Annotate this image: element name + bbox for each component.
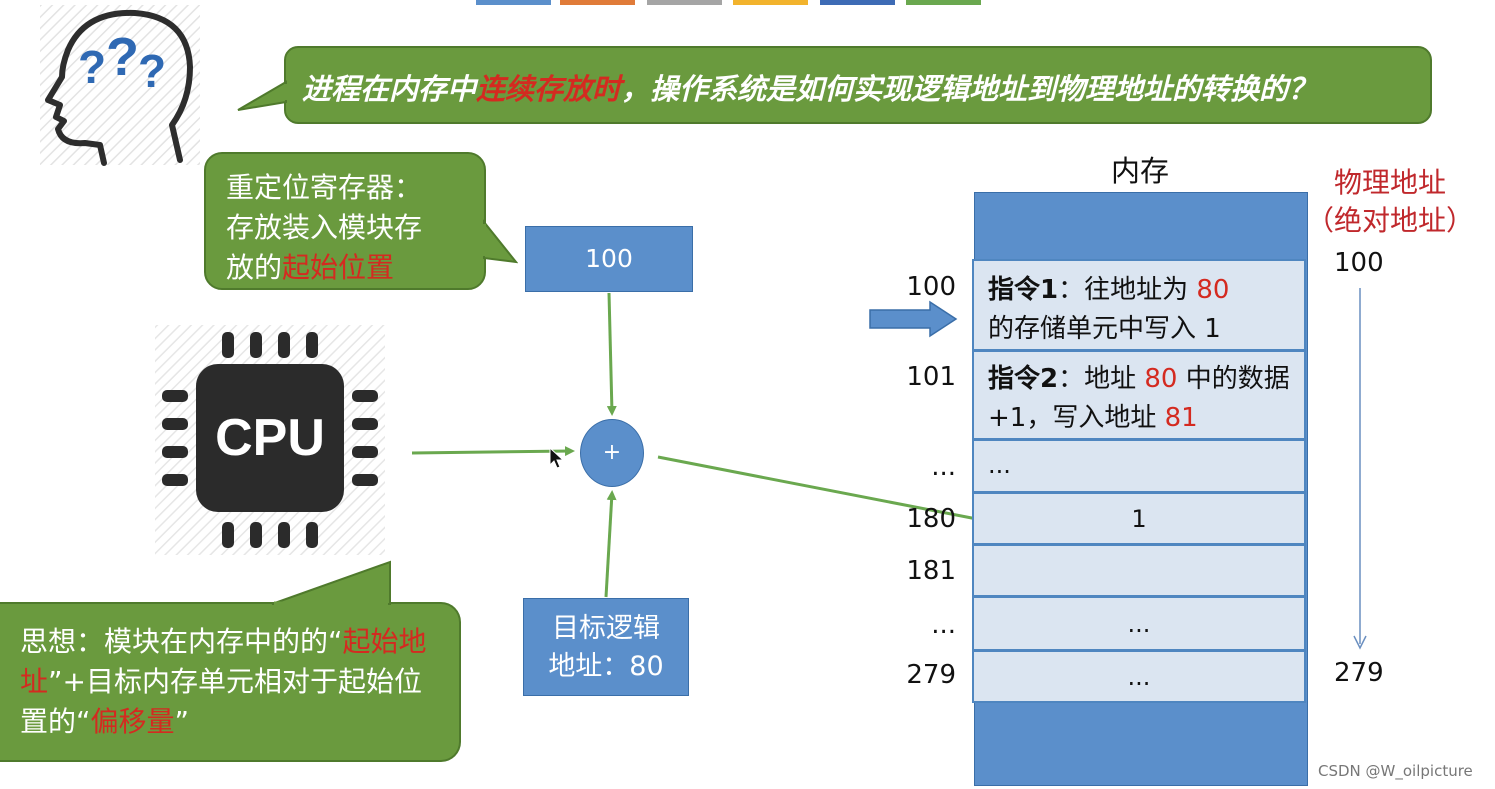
memory-cell-101: 指令2：地址 80 中的数据+1，写入地址 81: [972, 350, 1306, 440]
address-label: 279: [906, 660, 956, 690]
adder-to-memory-arrow: [657, 455, 985, 524]
memory-title: 内存: [1110, 154, 1169, 188]
top-strip-yellow: [733, 0, 808, 5]
memory-cell-181: [972, 544, 1306, 597]
relocation-register-note: 重定位寄存器： 存放装入模块存 放的起始位置: [204, 152, 486, 290]
address-label: 181: [906, 556, 956, 586]
memory-cell-ellipsis-2: ...: [972, 596, 1306, 651]
svg-text:?: ?: [78, 41, 106, 93]
relocation-note-tail: [482, 219, 518, 264]
question-bubble: 进程在内存中连续存放时，操作系统是如何实现逻辑地址到物理地址的转换的？: [284, 46, 1432, 124]
question-bubble-tail: [237, 80, 288, 111]
physical-address-start: 100: [1334, 248, 1384, 278]
svg-text:?: ?: [106, 27, 139, 87]
top-strip-darkblue: [820, 0, 895, 5]
instruction-pointer-arrow: [869, 300, 958, 338]
cpu-label: CPU: [215, 409, 325, 467]
address-label: ...: [931, 452, 956, 482]
idea-note: 思想：模块在内存中的的“起始地址”+目标内存单元相对于起始位置的“偏移量”: [0, 602, 461, 762]
adder-node: +: [580, 419, 644, 487]
logical-to-adder-arrow: [604, 490, 617, 598]
question-head-icon: ? ? ?: [40, 5, 200, 166]
physical-address-label: 物理地址 （绝对地址）: [1305, 166, 1474, 237]
svg-text:?: ?: [138, 45, 166, 97]
register-to-adder-arrow: [606, 292, 617, 416]
question-text: 进程在内存中连续存放时，操作系统是如何实现逻辑地址到物理地址的转换的？: [302, 72, 1318, 106]
watermark: CSDN @W_oilpicture: [1318, 762, 1473, 780]
address-label: 101: [906, 362, 956, 392]
top-strip-green: [906, 0, 981, 5]
memory-cell-180: 1: [972, 492, 1306, 545]
physical-address-end: 279: [1334, 658, 1384, 688]
top-strip-blue: [476, 0, 551, 5]
memory-cell-279: ...: [972, 650, 1306, 703]
physical-address-arrow: [1353, 288, 1367, 650]
relocation-register-box: 100: [525, 226, 693, 292]
address-label: ...: [931, 610, 956, 640]
memory-cell-ellipsis-1: ...: [972, 439, 1306, 493]
mouse-cursor-icon: [549, 447, 565, 469]
top-strip-orange: [560, 0, 635, 5]
cpu-chip-icon: [155, 325, 385, 555]
idea-note-tail: [271, 560, 391, 606]
address-label: 180: [906, 504, 956, 534]
logical-address-box: 目标逻辑 地址：80: [523, 598, 689, 696]
address-label: 100: [906, 272, 956, 302]
cpu-to-adder-arrow: [411, 446, 575, 457]
top-strip-gray: [647, 0, 722, 5]
